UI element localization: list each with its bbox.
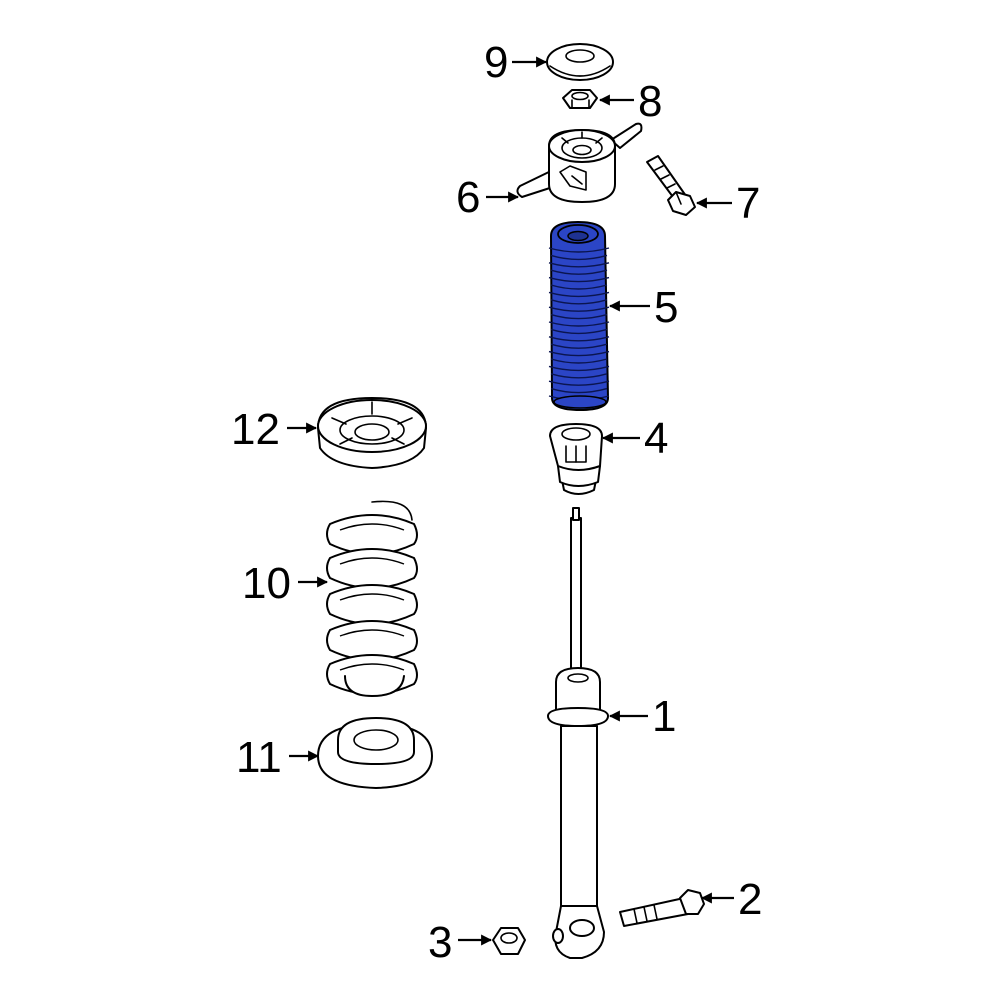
spring-coil xyxy=(326,584,418,625)
boot-bottom-lip xyxy=(553,395,607,409)
part-lower-spring-seat[interactable] xyxy=(317,717,433,789)
callout-10: 10 xyxy=(242,559,291,608)
boot-ring xyxy=(550,284,608,290)
spring-coil-inner xyxy=(339,593,405,601)
spring-coil-inner xyxy=(339,523,405,531)
callout-6: 6 xyxy=(456,173,480,222)
spring-coil xyxy=(326,548,418,589)
callout-8: 8 xyxy=(638,77,662,126)
boot-ring xyxy=(550,269,608,275)
callout-4: 4 xyxy=(644,414,668,463)
boot-ring xyxy=(550,328,608,335)
boot-ring xyxy=(550,299,608,305)
boot-ring xyxy=(548,276,610,283)
boot-ring xyxy=(548,380,610,386)
part-shock-absorber[interactable] xyxy=(547,507,609,959)
boot-ring xyxy=(548,247,610,253)
callout-labels: 9 8 6 7 5 4 1 2 3 12 10 11 xyxy=(231,38,762,967)
part-bump-stop[interactable] xyxy=(549,423,603,495)
part-upper-spring-seat[interactable] xyxy=(317,397,427,469)
boot-ring xyxy=(550,343,608,349)
callout-7: 7 xyxy=(736,179,760,228)
callout-12: 12 xyxy=(231,405,280,454)
part-mount-bolt[interactable] xyxy=(646,155,696,216)
spring-coil xyxy=(326,514,418,555)
leader-lines xyxy=(287,56,734,946)
callout-5: 5 xyxy=(654,283,678,332)
part-lower-bolt[interactable] xyxy=(619,889,705,927)
boot-ring xyxy=(548,306,610,312)
part-coil-spring[interactable] xyxy=(326,500,418,697)
boot-ring xyxy=(548,291,610,298)
spring-coil-inner xyxy=(339,557,405,565)
spring-coil-inner xyxy=(339,663,405,671)
spring-coil-inner xyxy=(339,629,405,637)
callout-9: 9 xyxy=(484,38,508,87)
boot-ring xyxy=(548,336,610,342)
part-lower-nut[interactable] xyxy=(492,927,526,955)
boot-ring xyxy=(550,387,608,394)
callout-2: 2 xyxy=(738,875,762,924)
part-dust-boot[interactable] xyxy=(548,220,610,412)
boot-ring xyxy=(550,254,608,261)
boot-ring xyxy=(548,321,610,327)
boot-ring xyxy=(550,373,608,379)
spring-coil xyxy=(326,620,418,661)
part-top-nut[interactable] xyxy=(562,89,598,109)
boot-ring xyxy=(550,358,608,364)
part-upper-mount[interactable] xyxy=(516,122,643,203)
callout-3: 3 xyxy=(428,918,452,967)
part-cap[interactable] xyxy=(546,43,614,81)
callout-1: 1 xyxy=(652,692,676,741)
boot-ring xyxy=(548,365,610,372)
boot-ring xyxy=(550,313,608,320)
boot-ring xyxy=(548,350,610,357)
callout-11: 11 xyxy=(236,733,282,782)
boot-ring xyxy=(548,262,610,268)
